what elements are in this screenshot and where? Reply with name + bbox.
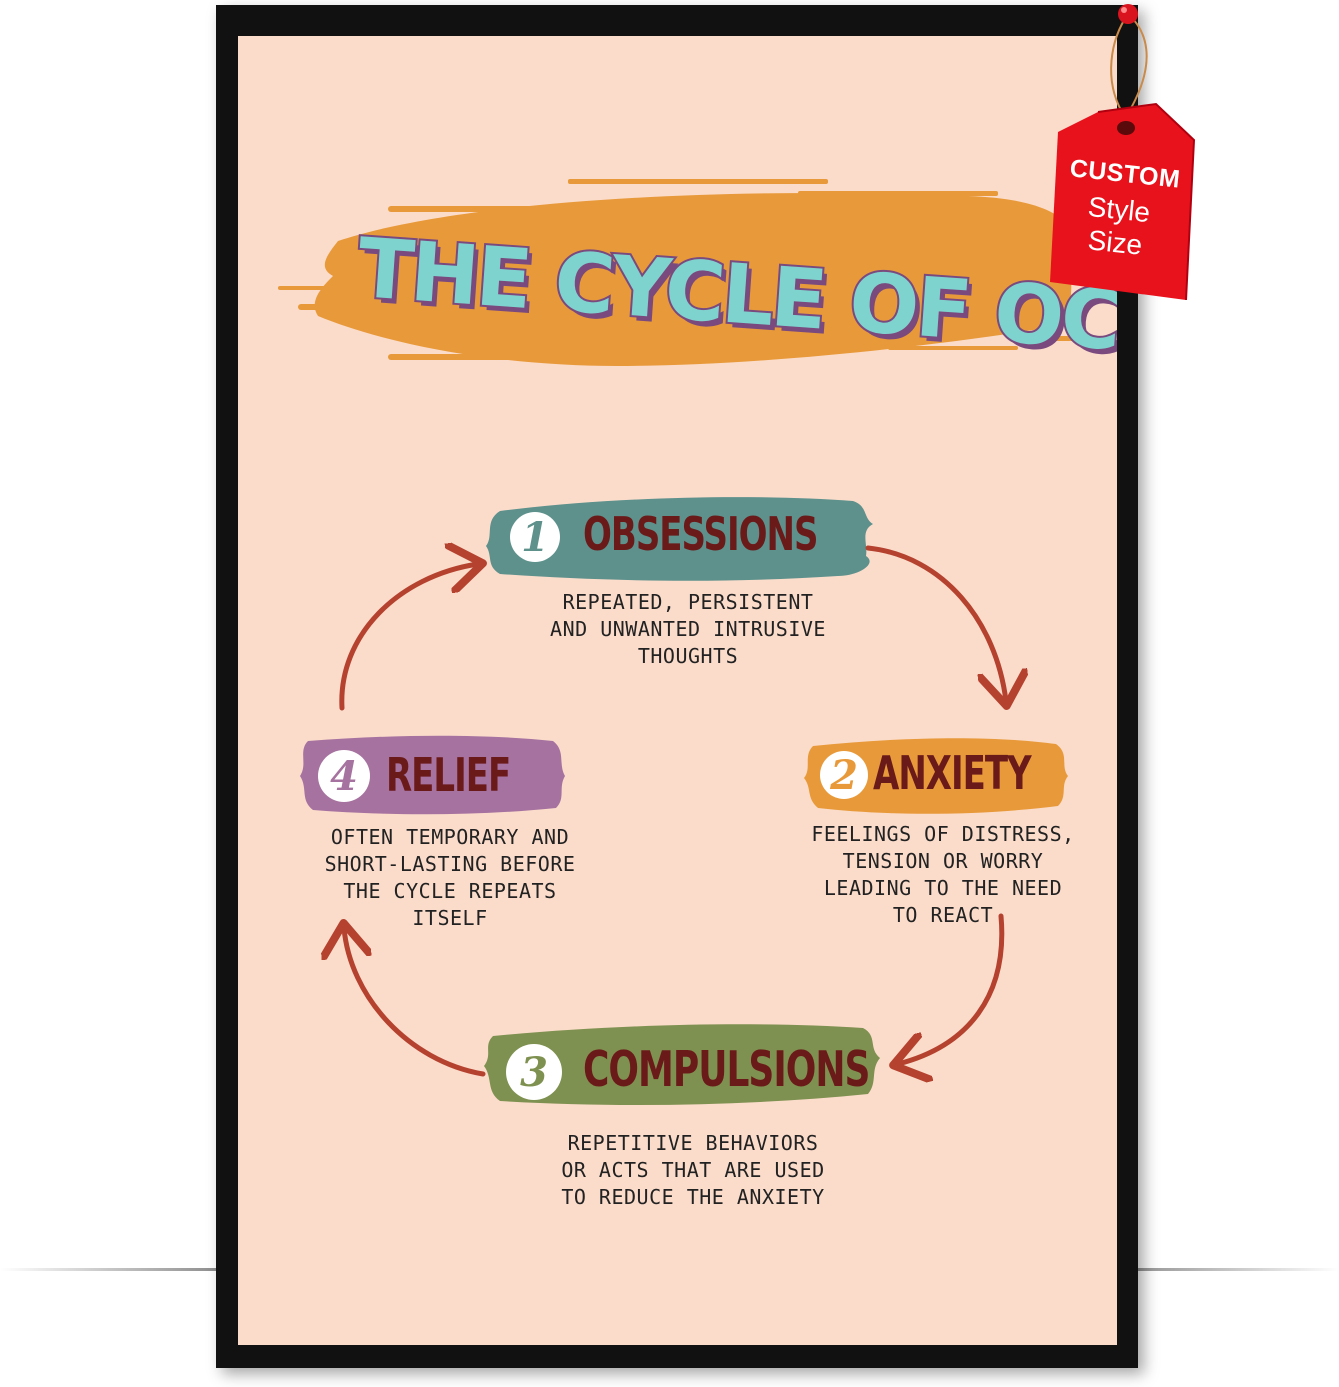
step-number: 3 — [520, 1048, 548, 1096]
step-number-badge: 2 — [820, 751, 868, 799]
step-description-anxiety: FEELINGS OF DISTRESS, TENSION OR WORRY L… — [811, 822, 1075, 927]
step-label-anxiety: ANXIETY — [873, 747, 1032, 801]
step-number-badge: 1 — [510, 512, 560, 562]
poster-title: THE CYCLE OF OCD — [353, 219, 1117, 375]
poster-frame: THE CYCLE OF OCD 1 OBSESSIONS REPEATED, … — [216, 5, 1138, 1368]
step-description-compulsions: REPETITIVE BEHAVIORS OR ACTS THAT ARE US… — [561, 1131, 825, 1209]
poster: THE CYCLE OF OCD 1 OBSESSIONS REPEATED, … — [238, 36, 1117, 1345]
step-description-relief: OFTEN TEMPORARY AND SHORT-LASTING BEFORE… — [324, 825, 576, 930]
step-label-relief: RELIEF — [386, 749, 511, 803]
arrow-anxiety-to-compulsions — [898, 913, 1005, 1064]
step-number: 4 — [330, 752, 358, 800]
step-number-badge: 3 — [506, 1044, 562, 1100]
step-number: 2 — [830, 751, 858, 799]
step-number: 1 — [521, 513, 549, 561]
step-label-compulsions: COMPULSIONS — [583, 1042, 870, 1098]
arrow-relief-to-obsessions — [339, 564, 478, 711]
step-number-badge: 4 — [318, 750, 370, 802]
price-tag-icon — [1050, 4, 1196, 301]
step-label-obsessions: OBSESSIONS — [583, 508, 818, 562]
step-description-obsessions: REPEATED, PERSISTENT AND UNWANTED INTRUS… — [550, 590, 826, 668]
arrow-obsessions-to-anxiety — [865, 545, 1006, 701]
arrow-compulsions-to-relief — [344, 928, 486, 1077]
